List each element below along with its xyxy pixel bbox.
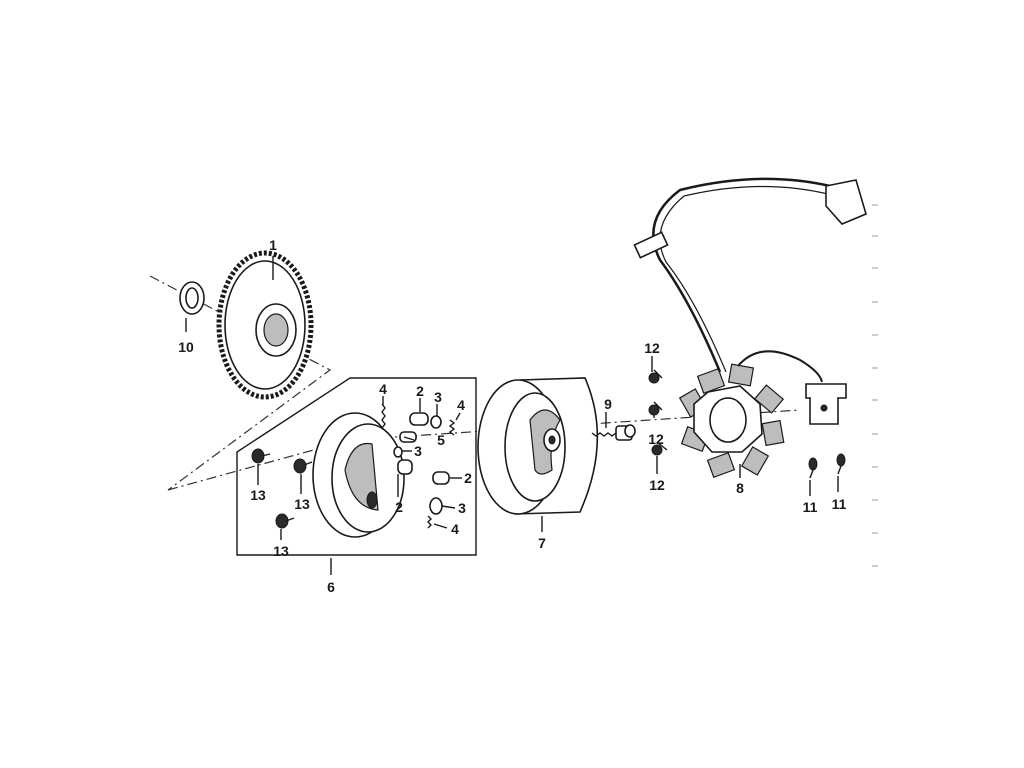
callout-12-top: 12 [644, 340, 660, 356]
screw-part-12-c [651, 441, 668, 456]
callout-5: 5 [437, 432, 445, 448]
spring-part-4-right [448, 419, 456, 436]
callout-12-mid: 12 [648, 431, 664, 447]
roller-part-2-mid [397, 459, 413, 475]
starter-gear-part-1 [216, 250, 314, 400]
spring-part-4-bottom [427, 515, 432, 529]
bolt-part-13-a [251, 448, 271, 464]
callout-2-right: 2 [464, 470, 472, 486]
callout-12-bottom: 12 [649, 477, 665, 493]
callout-11-a: 11 [803, 499, 818, 515]
cap-part-3-mid [393, 446, 403, 458]
stator-part-8 [633, 177, 867, 478]
bolt-part-13-b [293, 458, 313, 474]
edge-tick-marks [872, 204, 878, 567]
callout-3-bottom: 3 [458, 500, 466, 516]
cap-part-3-top [430, 415, 442, 429]
callout-7: 7 [538, 535, 546, 551]
spring-part-4-left [381, 403, 386, 429]
callout-4-top: 4 [379, 381, 387, 397]
callout-13-b: 13 [294, 496, 310, 512]
callout-8: 8 [736, 480, 744, 496]
callout-4-bottom: 4 [451, 521, 459, 537]
flywheel-part-7 [477, 377, 599, 515]
screw-part-11-b [836, 453, 846, 475]
clutch-plate [312, 412, 405, 538]
roller-part-2-top [409, 412, 429, 426]
screw-part-12-b [648, 401, 663, 416]
axis-upper-branch [149, 275, 332, 491]
roller-part-2-right [432, 471, 450, 485]
callout-3-top: 3 [434, 389, 442, 405]
shaft-nut-part-9 [591, 424, 636, 441]
leader-lines [185, 256, 839, 575]
callout-9: 9 [604, 396, 612, 412]
callout-2-top: 2 [416, 383, 424, 399]
callout-11-b: 11 [832, 496, 847, 512]
screw-part-12-a [648, 369, 663, 384]
callout-1: 1 [269, 237, 277, 253]
callout-4-right: 4 [457, 397, 465, 413]
callout-2-mid: 2 [395, 499, 403, 515]
screw-part-11-a [808, 457, 818, 479]
callout-10: 10 [178, 339, 194, 355]
assembly-6-outline [236, 377, 477, 556]
washer-part-10 [179, 281, 205, 315]
cap-part-3-bottom [429, 497, 443, 515]
bolt-part-13-c [275, 513, 295, 529]
callout-3-mid: 3 [414, 443, 422, 459]
callout-6: 6 [327, 579, 335, 595]
callout-labels: 1 10 4 2 3 4 5 3 2 2 3 4 13 13 13 6 7 9 … [178, 237, 846, 595]
callout-13-c: 13 [273, 543, 289, 559]
callout-13-a: 13 [250, 487, 266, 503]
